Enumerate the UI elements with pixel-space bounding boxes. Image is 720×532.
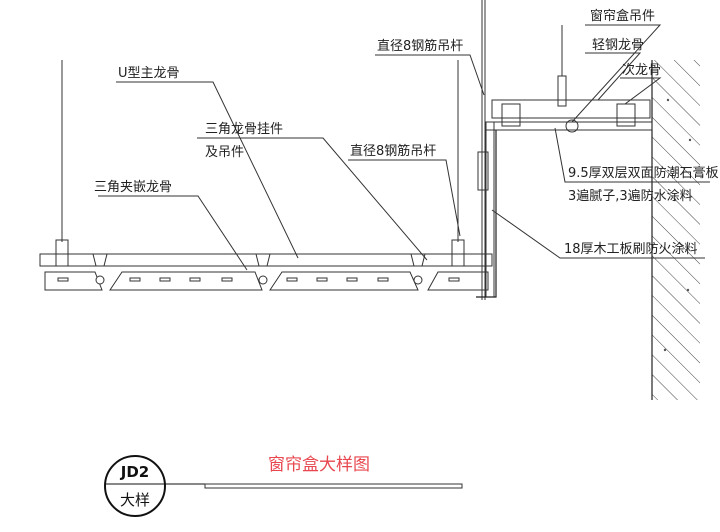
label-light-steel-keel: 轻钢龙骨 [592,38,644,53]
label-gypsum-board: 9.5厚双层双面防潮石膏板 [568,165,719,181]
triangle-clips [92,253,426,285]
curtain-box [476,99,653,298]
label-triangle-clip-keel: 三角夹嵌龙骨 [94,180,172,195]
label-putty-coating: 3遍腻子,3遍防水涂料 [568,188,693,204]
label-triangle-hanger-2: 及吊件 [205,145,244,160]
label-rod-lower: 直径8钢筋吊杆 [350,143,436,159]
leader-lines [98,24,710,271]
title-block: JD2 大样 窗帘盒大样图 [104,455,463,517]
label-rod-upper: 直径8钢筋吊杆 [377,38,463,54]
hanger-rods [61,0,567,300]
label-secondary-keel: 次龙骨 [622,62,661,78]
concrete-wall [651,60,700,400]
detail-subtitle: 大样 [120,491,150,509]
label-wood-board: 18厚木工板刷防火涂料 [564,241,698,257]
detail-code: JD2 [120,463,149,481]
label-triangle-hanger: 三角龙骨挂件 [205,122,283,137]
label-curtain-box-hanger: 窗帘盒吊件 [590,8,655,24]
label-u-main-keel: U型主龙骨 [118,66,180,81]
ceiling-panels [39,239,493,291]
drawing-title: 窗帘盒大样图 [268,455,370,475]
